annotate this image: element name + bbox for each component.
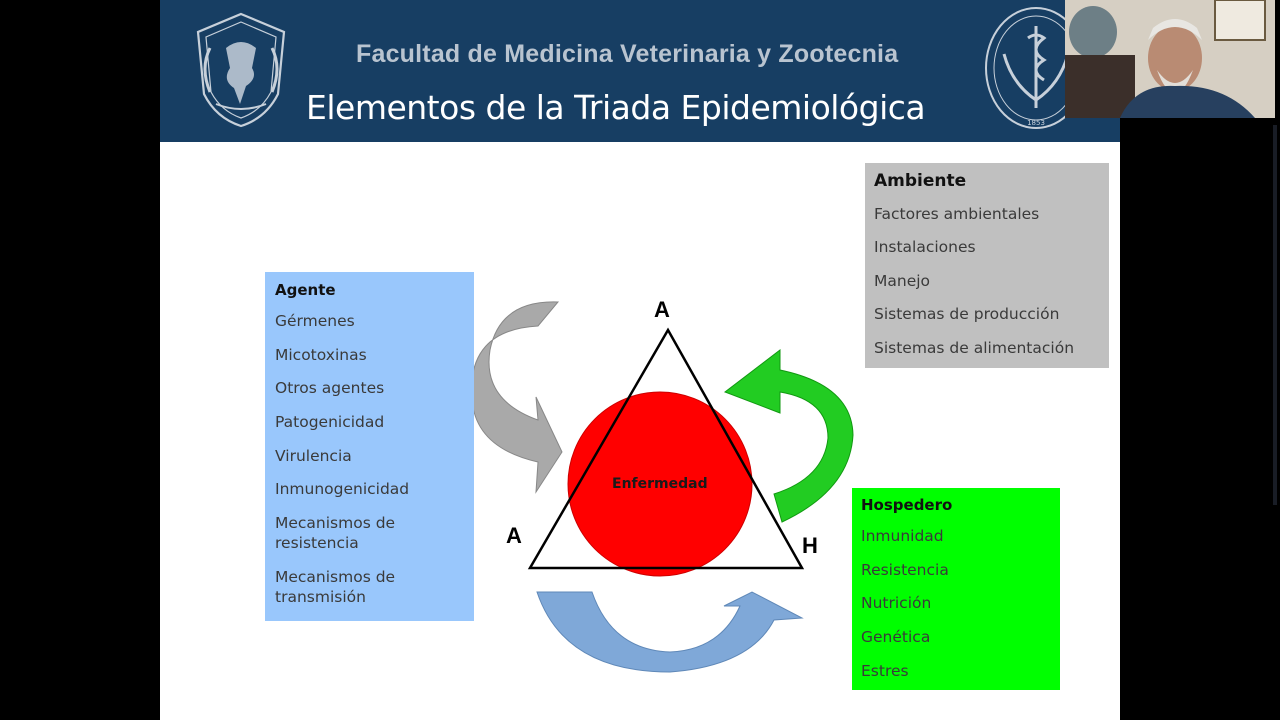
institution-name: Facultad de Medicina Veterinaria y Zoote… [356,40,899,68]
host-item: Nutrición [861,594,932,613]
host-box: Hospedero Inmunidad Resistencia Nutrició… [852,488,1060,690]
agent-item: Patogenicidad [275,413,385,432]
host-item: Inmunidad [861,527,944,545]
slide-title: Elementos de la Triada Epidemiológica [306,88,926,127]
slide-header-banner: Facultad de Medicina Veterinaria y Zoote… [160,0,1120,142]
seal-year: 1853 [1027,119,1045,127]
unam-seal-logo [196,12,286,128]
agent-item: Gérmenes [275,312,355,330]
disease-circle [567,391,753,577]
vertex-label-top: A [654,297,670,322]
disease-label: Enfermedad [612,476,708,492]
blue-curved-arrow [536,591,804,673]
agent-item: Mecanismos de resistencia [275,514,396,553]
agent-box: Agente Gérmenes Micotoxinas Otros agente… [265,272,474,621]
host-item: Genética [861,628,931,647]
agent-item: Inmunogenicidad [275,480,410,499]
green-curved-arrow [723,348,854,523]
agent-item: Micotoxinas [275,345,367,364]
host-box-title: Hospedero [861,496,953,514]
triad-triangle [527,327,805,570]
vertex-label-right: H [802,533,818,558]
environment-item: Sistemas de producción [874,305,1060,324]
epidemiological-triad-diagram [471,301,854,673]
environment-box: Ambiente Factores ambientales Instalacio… [865,163,1109,368]
agent-item: Mecanismos de transmisión [275,567,396,606]
agent-item: Otros agentes [275,379,385,398]
presentation-slide: Facultad de Medicina Veterinaria y Zoote… [160,0,1120,720]
host-item: Resistencia [861,560,949,579]
host-item: Estres [861,661,909,680]
environment-item: Factores ambientales [874,205,1040,223]
webcam-presenter-overlay [1065,0,1275,118]
side-scroll-indicator [1273,125,1277,505]
environment-box-title: Ambiente [874,171,967,191]
environment-item: Manejo [874,271,931,290]
environment-item: Instalaciones [874,238,976,257]
agent-box-title: Agente [275,281,336,299]
environment-item: Sistemas de alimentación [874,338,1075,357]
vertex-label-left: A [506,523,522,548]
agent-item: Virulencia [275,446,352,465]
gray-curved-arrow [471,301,563,494]
presenter-video-icon [1065,0,1275,118]
